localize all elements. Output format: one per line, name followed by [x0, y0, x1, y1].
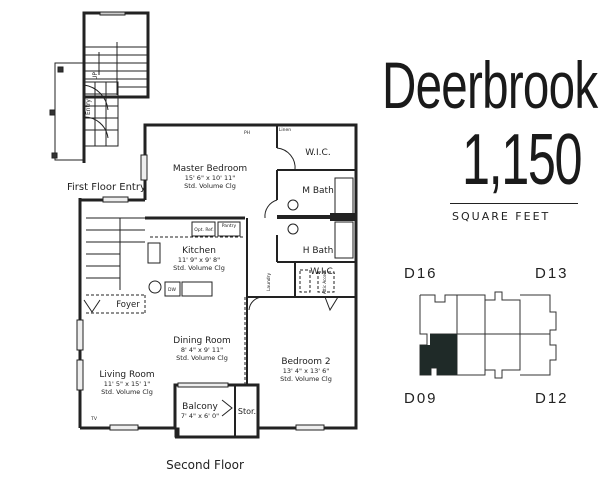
- square-feet-label: SQUARE FEET: [452, 210, 551, 223]
- dining-room-size: 8' 4" x 9' 11": [181, 346, 223, 354]
- storage-label: Stor.: [238, 407, 256, 416]
- unit-label-d16: D16: [404, 265, 438, 282]
- unit-label-d13: D13: [535, 265, 569, 282]
- kitchen-size: 11' 9" x 9' 8": [178, 256, 220, 264]
- dw-label: DW: [168, 287, 176, 293]
- ph-label: PH: [244, 130, 250, 136]
- living-room-name: Living Room: [99, 370, 154, 380]
- first-floor-entry-label: First Floor Entry: [67, 182, 146, 193]
- laundry-label: Laundry: [266, 272, 272, 291]
- master-bedroom-name: Master Bedroom: [173, 164, 247, 174]
- floor-label: Second Floor: [166, 458, 244, 472]
- pantry-label: Pantry: [222, 223, 237, 229]
- living-room-ceiling: Std. Volume Clg: [101, 388, 153, 396]
- opt-ref-label: Opt. Ref.: [194, 227, 213, 233]
- bedroom-2-name: Bedroom 2: [281, 357, 330, 367]
- up-label: UP: [92, 72, 99, 80]
- highlighted-unit-d09: [420, 334, 457, 375]
- kitchen-ceiling: Std. Volume Clg: [173, 264, 225, 272]
- tv-label: TV: [90, 416, 98, 422]
- entry-label: Entry: [85, 99, 92, 115]
- kitchen-name: Kitchen: [182, 246, 216, 256]
- linen-label: Linen: [279, 127, 291, 133]
- dining-room-name: Dining Room: [173, 336, 231, 346]
- bedroom-2-ceiling: Std. Volume Clg: [280, 375, 332, 383]
- h-bath-label: H Bath: [303, 246, 334, 256]
- dining-room-ceiling: Std. Volume Clg: [176, 354, 228, 362]
- unit-walls: [76, 123, 358, 439]
- master-bedroom-ceiling: Std. Volume Clg: [184, 182, 236, 190]
- bedroom-2-size: 13' 4" x 13' 6": [283, 367, 329, 375]
- wic-master-label: W.I.C.: [305, 148, 330, 158]
- foyer-label: Foyer: [116, 300, 140, 310]
- unit-label-d12: D12: [535, 390, 569, 407]
- wic-2-label: W.I.C.: [310, 267, 335, 277]
- balcony-size: 7' 4" x 6' 0": [181, 412, 219, 420]
- first-floor-entry-stair: [49, 11, 150, 200]
- unit-label-d09: D09: [404, 390, 438, 407]
- master-bedroom-size: 15' 6" x 10' 11": [185, 174, 236, 182]
- attic-access-label: Attic Access: [322, 270, 327, 294]
- divider: [450, 203, 578, 204]
- living-room-size: 11' 5" x 15' 1": [104, 380, 150, 388]
- plan-name: Deerbrook: [382, 48, 598, 122]
- m-bath-label: M Bath: [302, 186, 334, 196]
- square-feet-value: 1,150: [462, 120, 583, 200]
- balcony-name: Balcony: [182, 402, 218, 412]
